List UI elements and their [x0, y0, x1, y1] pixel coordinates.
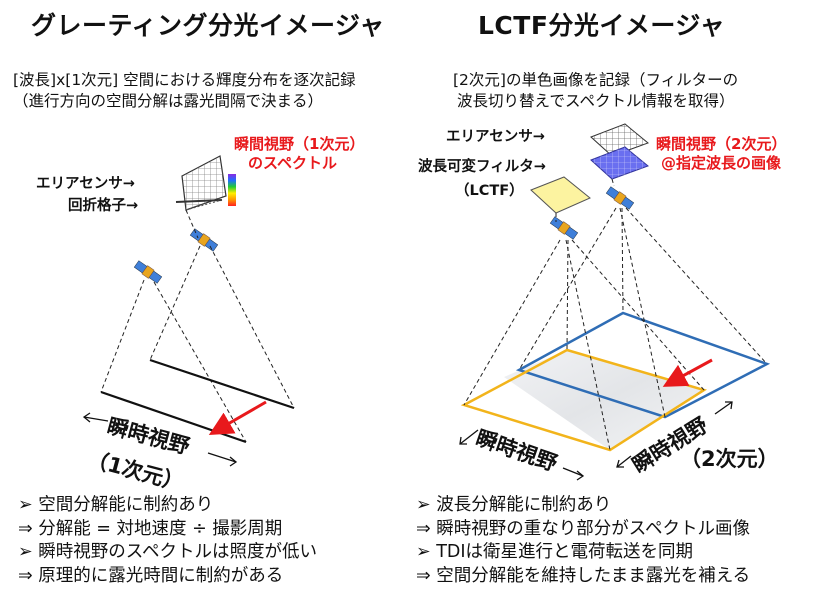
left-motion-arrow-icon [208, 400, 267, 435]
right-fov-dimension-arrows [459, 401, 733, 481]
left-bullet-item: ⇒ 原理的に露光時間に制約がある [18, 565, 284, 586]
left-satellite-upper-icon [189, 228, 219, 252]
left-spectrum-bar [228, 174, 236, 206]
right-satellite-lower-icon [549, 216, 579, 240]
right-label-area-sensor: エリアセンサ→ [446, 129, 545, 145]
left-satellite-lower-icon [133, 260, 163, 284]
right-label-filter: 波長可変フィルタ→ [418, 159, 546, 175]
left-bullet-list: ➢ 空間分解能に制約あり ⇒ 分解能 = 対地速度 ÷ 撮影周期 ➢ 瞬時視野の… [18, 494, 317, 588]
right-filtered-image [590, 146, 649, 180]
right-red-line1: 瞬間視野（2次元） [656, 135, 787, 153]
right-desc-line1: [2次元]の単色画像を記録（フィルターの [453, 71, 739, 89]
right-bullet-list: ➢ 波長分解能に制約あり ⇒ 瞬時視野の重なり部分がスペクトル画像 ➢ TDIは… [416, 494, 750, 588]
right-lctf-filter [530, 176, 591, 214]
left-slit-line-upper [149, 358, 295, 410]
left-fov-dimension-arrows [82, 412, 238, 467]
left-bullet-item: ➢ 空間分解能に制約あり [18, 495, 214, 515]
right-fov-dimension: （2次元） [680, 447, 779, 471]
left-bullet-item: ⇒ 分解能 = 対地速度 ÷ 撮影周期 [18, 518, 283, 539]
left-desc-line2: （進行方向の空間分解は露光間隔で決まる） [13, 92, 324, 110]
right-bullet-item: ➢ 波長分解能に制約あり [416, 495, 612, 515]
right-motion-arrow-icon [662, 358, 713, 387]
left-desc-line1: [波長]x[1次元] 空間における輝度分布を逐次記録 [13, 71, 356, 89]
left-diffraction-grating [175, 199, 223, 211]
left-red-line2: のスペクトル [248, 154, 337, 172]
left-label-area-sensor: エリアセンサ→ [36, 176, 135, 192]
left-view-lines [100, 209, 295, 443]
left-red-line1: 瞬間視野（1次元） [234, 135, 365, 153]
left-title: グレーティング分光イメージャ [31, 11, 385, 40]
right-bullet-item: ⇒ 空間分解能を維持したまま露光を補える [416, 565, 751, 586]
left-bullet-item: ➢ 瞬時視野のスペクトルは照度が低い [18, 542, 317, 562]
right-title: LCTF分光イメージャ [478, 11, 726, 40]
right-desc-line2: 波長切り替えでスペクトル情報を取得） [457, 92, 735, 110]
left-area-sensor [181, 155, 227, 211]
right-view-lines [463, 178, 768, 451]
right-area-sensor [590, 123, 649, 157]
right-bullet-item: ⇒ 瞬時視野の重なり部分がスペクトル画像 [416, 518, 750, 539]
right-satellite-upper-icon [605, 186, 635, 210]
right-bullet-item: ➢ TDIは衛星進行と電荷転送を同期 [416, 542, 694, 562]
right-ground-surface [504, 350, 704, 450]
left-label-grating: 回折格子→ [68, 198, 139, 214]
right-red-line2: @指定波長の画像 [661, 154, 782, 172]
right-label-lctf: （LCTF） [455, 183, 524, 199]
